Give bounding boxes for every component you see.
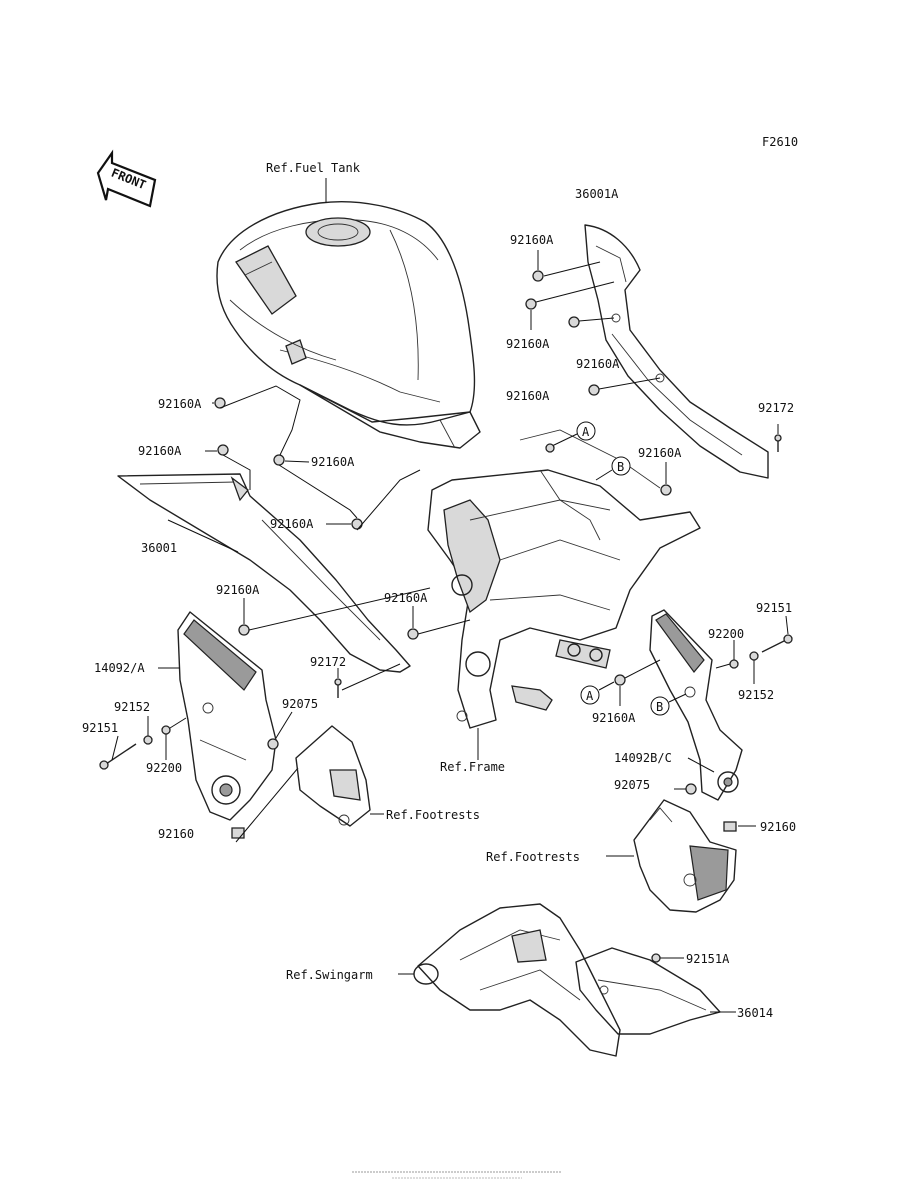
ref-frame-label: Ref.Frame xyxy=(440,760,505,774)
ref-B-marker-lower: B xyxy=(650,696,670,716)
heel-guard-14092A-drawing xyxy=(177,611,277,839)
part-92160-label-1: 92160 xyxy=(158,827,194,841)
ref-swingarm-label: Ref.Swingarm xyxy=(286,968,373,982)
heel-guard-14092BC-drawing xyxy=(649,609,743,801)
part-92160A-label-7: 92160A xyxy=(138,444,182,458)
part-92151-label-2: 92151 xyxy=(756,601,792,615)
part-14092BC-label: 14092B/C xyxy=(614,751,672,765)
bolt-92151-left-icon xyxy=(99,743,137,770)
part-92160A-label-5: 92160A xyxy=(638,446,682,460)
ref-footrests-left-label: Ref.Footrests xyxy=(386,808,480,822)
side-cover-36001A-drawing xyxy=(584,224,769,479)
part-92160A-label-3: 92160A xyxy=(576,357,620,371)
svg-text:B: B xyxy=(617,460,624,474)
collar-92152-right xyxy=(749,651,759,661)
svg-text:A: A xyxy=(586,689,594,703)
bolt-92151A-icon xyxy=(651,953,661,963)
part-92160A-label-2: 92160A xyxy=(506,337,550,351)
part-92160A-label-12: 92160A xyxy=(592,711,636,725)
bolt-92172-right-icon xyxy=(774,434,782,452)
washer-92200-right xyxy=(729,659,739,669)
part-92160A-label-6: 92160A xyxy=(158,397,202,411)
part-92160A-label-11: 92160A xyxy=(384,591,428,605)
ref-footrests-right-label: Ref.Footrests xyxy=(486,850,580,864)
part-92152-label-1: 92152 xyxy=(114,700,150,714)
part-92160A-label-4: 92160A xyxy=(506,389,550,403)
footrest-bracket-left-drawing xyxy=(295,725,371,827)
part-92160-label-2: 92160 xyxy=(760,820,796,834)
collar-92152-left xyxy=(143,735,153,745)
footrest-bracket-right-drawing xyxy=(633,799,737,913)
footer-fine-print xyxy=(352,1171,562,1179)
part-36001A-label: 36001A xyxy=(575,187,619,201)
rubber-92160-right xyxy=(723,821,737,832)
figure-id-label: F2610 xyxy=(762,135,798,149)
grommet-92160A-lower-right xyxy=(614,674,626,686)
ref-B-marker-upper: B xyxy=(611,456,631,476)
grommet-92075-left xyxy=(267,738,279,750)
chain-guard-36014-drawing xyxy=(575,947,721,1035)
part-92151A-label: 92151A xyxy=(686,952,730,966)
part-92200-label-1: 92200 xyxy=(146,761,182,775)
bolt-92172-left-icon xyxy=(334,678,342,698)
part-92151-label-1: 92151 xyxy=(82,721,118,735)
part-92075-label-1: 92075 xyxy=(282,697,318,711)
part-92172-label-2: 92172 xyxy=(310,655,346,669)
fuel-tank-drawing xyxy=(216,200,481,449)
swingarm-drawing xyxy=(413,903,621,1057)
bolt-92151-right-icon xyxy=(761,634,793,653)
fuel-cap-shape xyxy=(305,217,371,247)
part-92160A-label-9: 92160A xyxy=(270,517,314,531)
part-92160A-label-1: 92160A xyxy=(510,233,554,247)
washer-92200-left xyxy=(161,725,171,735)
part-92172-label-1: 92172 xyxy=(758,401,794,415)
frame-drawing xyxy=(427,429,701,729)
grommet-92075-right xyxy=(685,783,697,795)
part-92075-label-2: 92075 xyxy=(614,778,650,792)
side-cover-36001-drawing xyxy=(117,473,411,673)
grommet-92160A-upper-group xyxy=(525,270,600,396)
part-92152-label-2: 92152 xyxy=(738,688,774,702)
grommet-92160A-mid-right xyxy=(660,484,672,496)
ref-fuel-tank-label: Ref.Fuel Tank xyxy=(266,161,361,175)
ref-A-marker-upper: A xyxy=(576,421,596,441)
part-14092A-label: 14092/A xyxy=(94,661,145,675)
ref-A-marker-lower: A xyxy=(580,685,600,705)
part-92160A-label-8: 92160A xyxy=(311,455,355,469)
svg-text:A: A xyxy=(582,425,590,439)
part-92160A-label-10: 92160A xyxy=(216,583,260,597)
grommet-92160A-left-group xyxy=(214,397,419,640)
part-36014-label: 36014 xyxy=(737,1006,773,1020)
part-92200-label-2: 92200 xyxy=(708,627,744,641)
part-36001-label: 36001 xyxy=(141,541,177,555)
front-arrow-icon: FRONT xyxy=(96,149,157,208)
svg-text:B: B xyxy=(656,700,663,714)
